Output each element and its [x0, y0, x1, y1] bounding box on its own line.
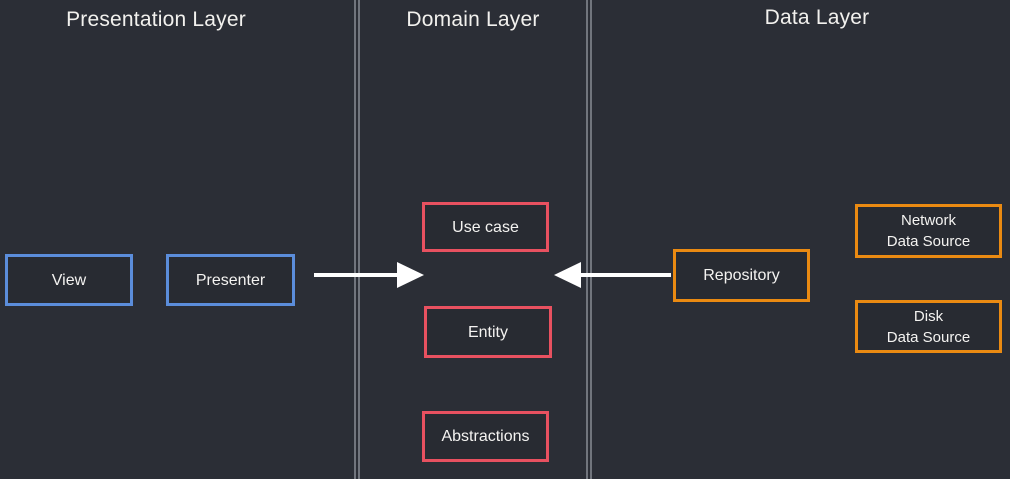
presenter-box: Presenter	[166, 254, 295, 306]
network-data-source-line2: Data Source	[886, 233, 971, 250]
abstractions-box: Abstractions	[422, 411, 549, 462]
network-data-source-box: Network Data Source	[855, 204, 1002, 258]
use-case-box: Use case	[422, 202, 549, 252]
entity-box: Entity	[424, 306, 552, 358]
disk-data-source-line1: Disk	[913, 307, 944, 325]
view-box: View	[5, 254, 133, 306]
presentation-layer-title: Presentation Layer	[66, 8, 246, 31]
repository-box: Repository	[673, 249, 810, 302]
domain-data-divider	[586, 0, 592, 479]
entity-box-label: Entity	[467, 323, 508, 341]
presentation-domain-divider	[354, 0, 360, 479]
repository-box-label: Repository	[703, 267, 780, 284]
view-box-label: View	[51, 271, 87, 289]
data-layer-title: Data Layer	[764, 6, 870, 29]
disk-data-source-line2: Data Source	[886, 328, 971, 346]
disk-data-source-box: Disk Data Source	[855, 300, 1002, 353]
use-case-box-label: Use case	[452, 218, 519, 236]
domain-layer-title: Domain Layer	[406, 8, 540, 31]
presenter-box-label: Presenter	[195, 271, 266, 289]
arrow-presenter-to-usecase-icon	[314, 262, 424, 288]
abstractions-box-label: Abstractions	[441, 428, 530, 445]
arrow-repository-to-usecase-icon	[554, 262, 671, 288]
network-data-source-line1: Network	[900, 212, 956, 229]
